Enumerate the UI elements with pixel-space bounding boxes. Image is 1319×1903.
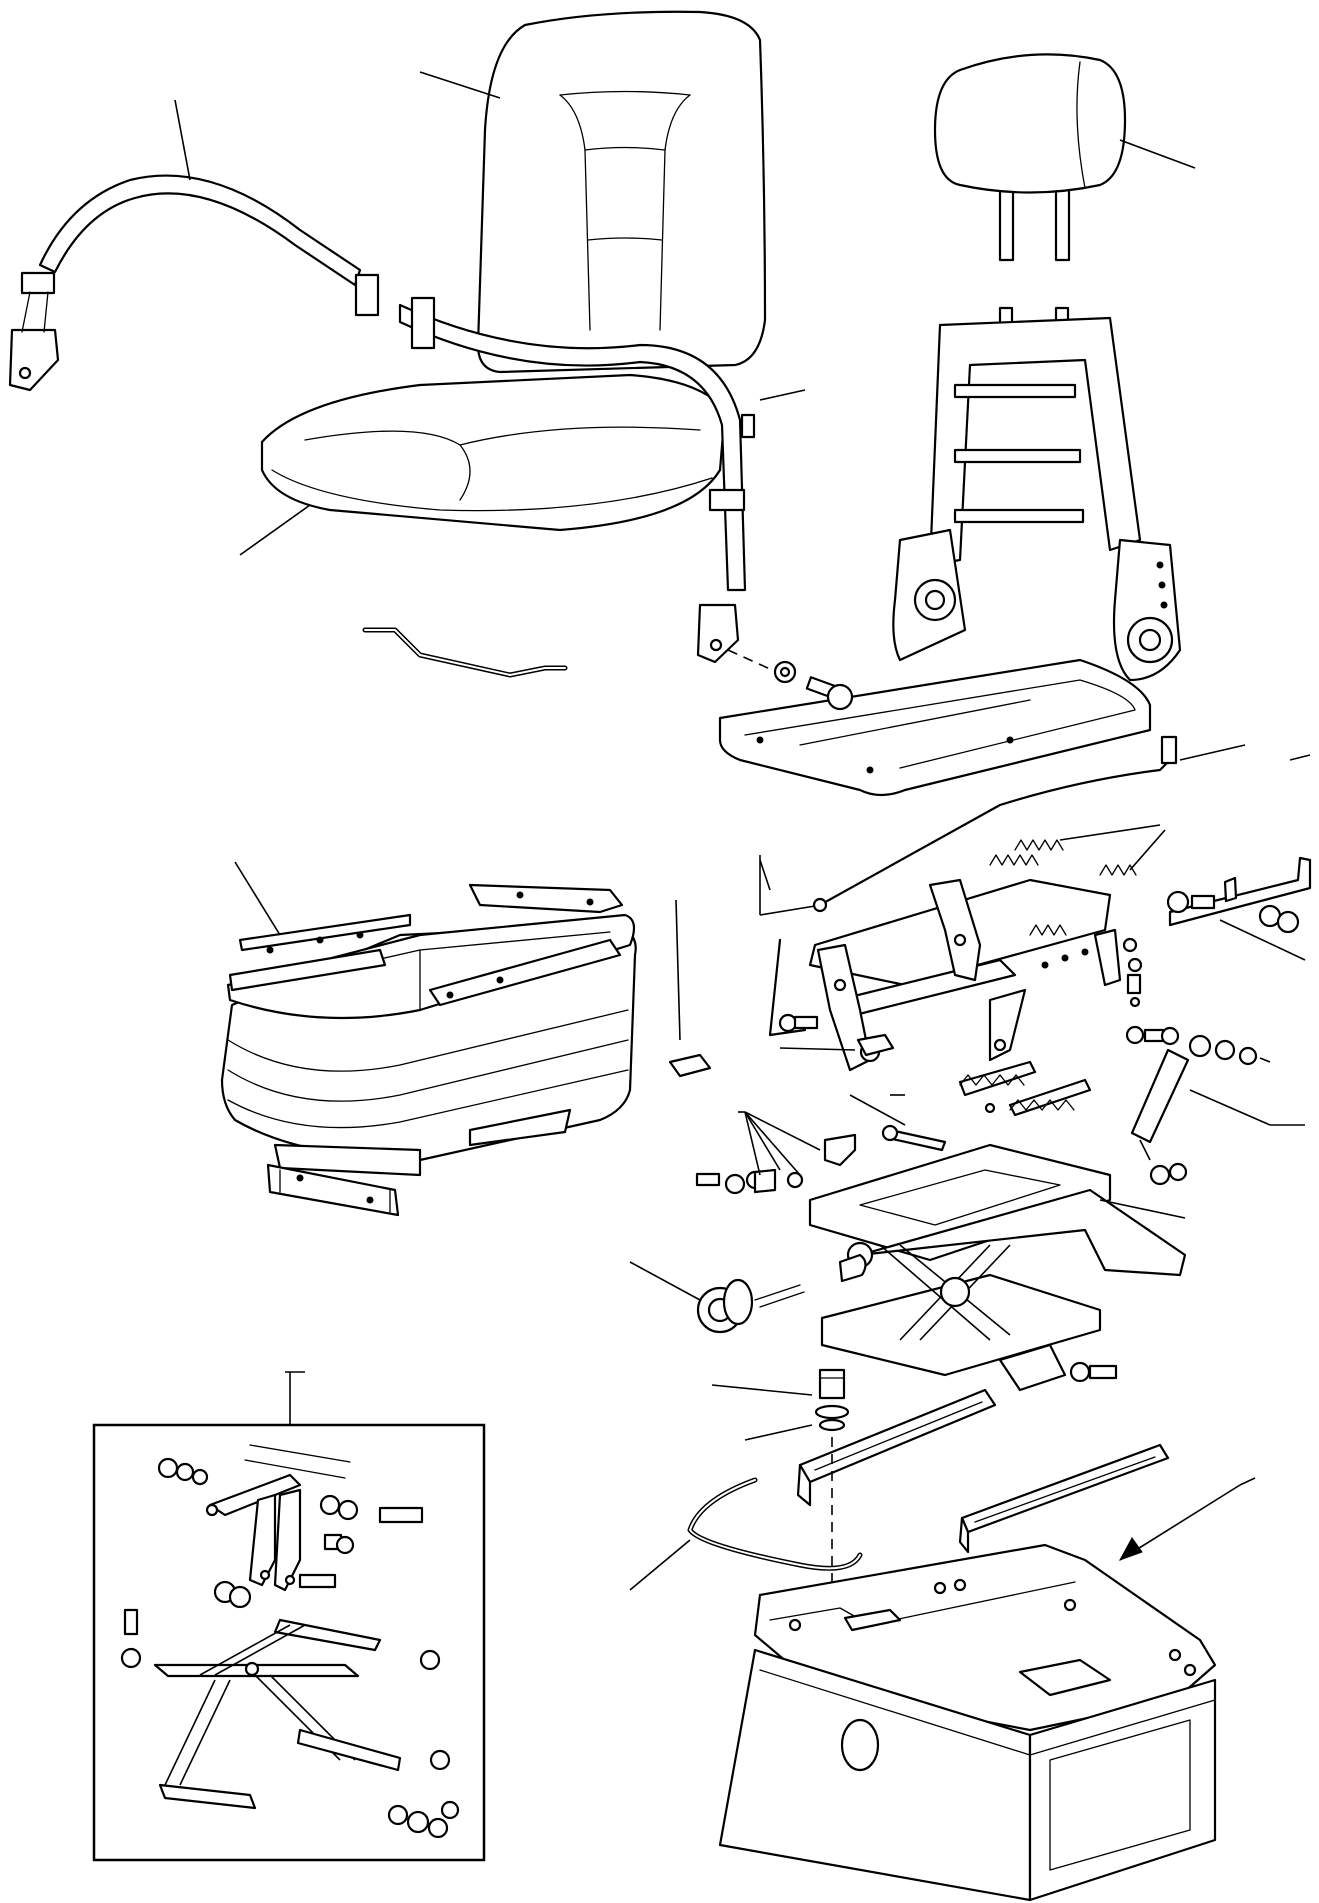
seat-belt-icon [10, 100, 805, 662]
carriage-fasteners-icon [780, 939, 1270, 1064]
belt-retractor-leader-line [760, 390, 805, 400]
shock-absorber-icon [1132, 1050, 1305, 1184]
scissor-detail-inset-icon [94, 1372, 484, 1860]
headrest-icon [935, 54, 1195, 260]
guide-block-icon [697, 1112, 855, 1193]
seat-base-icon [720, 1478, 1255, 1900]
cushion-leader-line [240, 505, 310, 555]
suspension-bellows-icon [222, 862, 636, 1175]
carriage-springs-icon [990, 825, 1165, 935]
belt-anchor-bolt-icon [728, 650, 852, 709]
slide-carriage-icon [760, 737, 1245, 1070]
headrest-leader-line [1120, 140, 1195, 168]
wire-clip-icon [630, 1480, 860, 1590]
seat-cushion-icon [240, 375, 725, 555]
slide-rails-icon [798, 1390, 1168, 1620]
release-lever-icon [1168, 755, 1310, 960]
belt-leader-line [175, 100, 190, 180]
scissor-springs-icon [850, 1062, 1090, 1150]
backrest-leader-line [420, 72, 500, 98]
backrest-icon [420, 12, 765, 372]
bellows-bracket-icon [268, 1165, 398, 1215]
rubber-stop-icon [670, 900, 893, 1076]
height-adjust-knob-icon [630, 1255, 866, 1332]
rail-bolt-icon [712, 1370, 848, 1440]
backrest-frame-icon [720, 308, 1180, 795]
scissor-suspension-icon [810, 1145, 1185, 1390]
adjustment-rod-icon [365, 630, 565, 675]
